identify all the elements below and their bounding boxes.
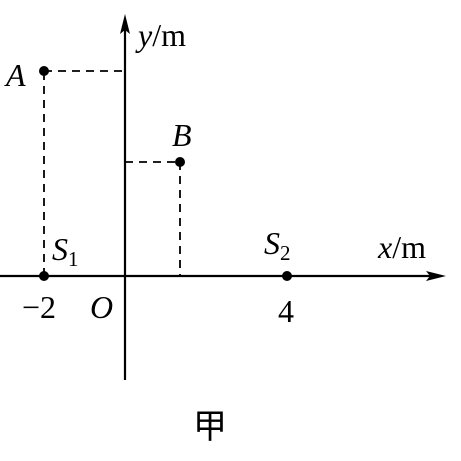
point-b-dot xyxy=(175,157,185,167)
figure-caption: 甲 xyxy=(193,407,227,447)
source-s1-label: S1 xyxy=(52,231,79,271)
x-axis-var: x xyxy=(377,229,392,265)
point-b-label: B xyxy=(172,117,192,153)
source-s2-subscript: 2 xyxy=(280,241,291,265)
source-s1-subscript: 1 xyxy=(68,247,79,271)
source-s2-letter: S xyxy=(264,225,280,261)
x-axis-label: x/m xyxy=(377,229,426,265)
y-axis-label: y/m xyxy=(135,17,186,53)
point-a-label: A xyxy=(4,57,26,93)
tick-label-right: 4 xyxy=(278,293,294,329)
y-axis-arrow xyxy=(120,14,130,34)
tick-label-left: −2 xyxy=(22,289,56,325)
source-s1-letter: S xyxy=(52,231,68,267)
x-axis-arrow xyxy=(426,271,446,281)
origin-label: O xyxy=(90,289,113,325)
y-axis-var: y xyxy=(135,17,153,53)
source-s1-dot xyxy=(39,271,49,281)
y-axis-unit: /m xyxy=(152,17,186,53)
source-s2-label: S2 xyxy=(264,225,291,265)
point-a-dot xyxy=(39,66,49,76)
source-s2-dot xyxy=(282,271,292,281)
x-axis-unit: /m xyxy=(392,229,426,265)
